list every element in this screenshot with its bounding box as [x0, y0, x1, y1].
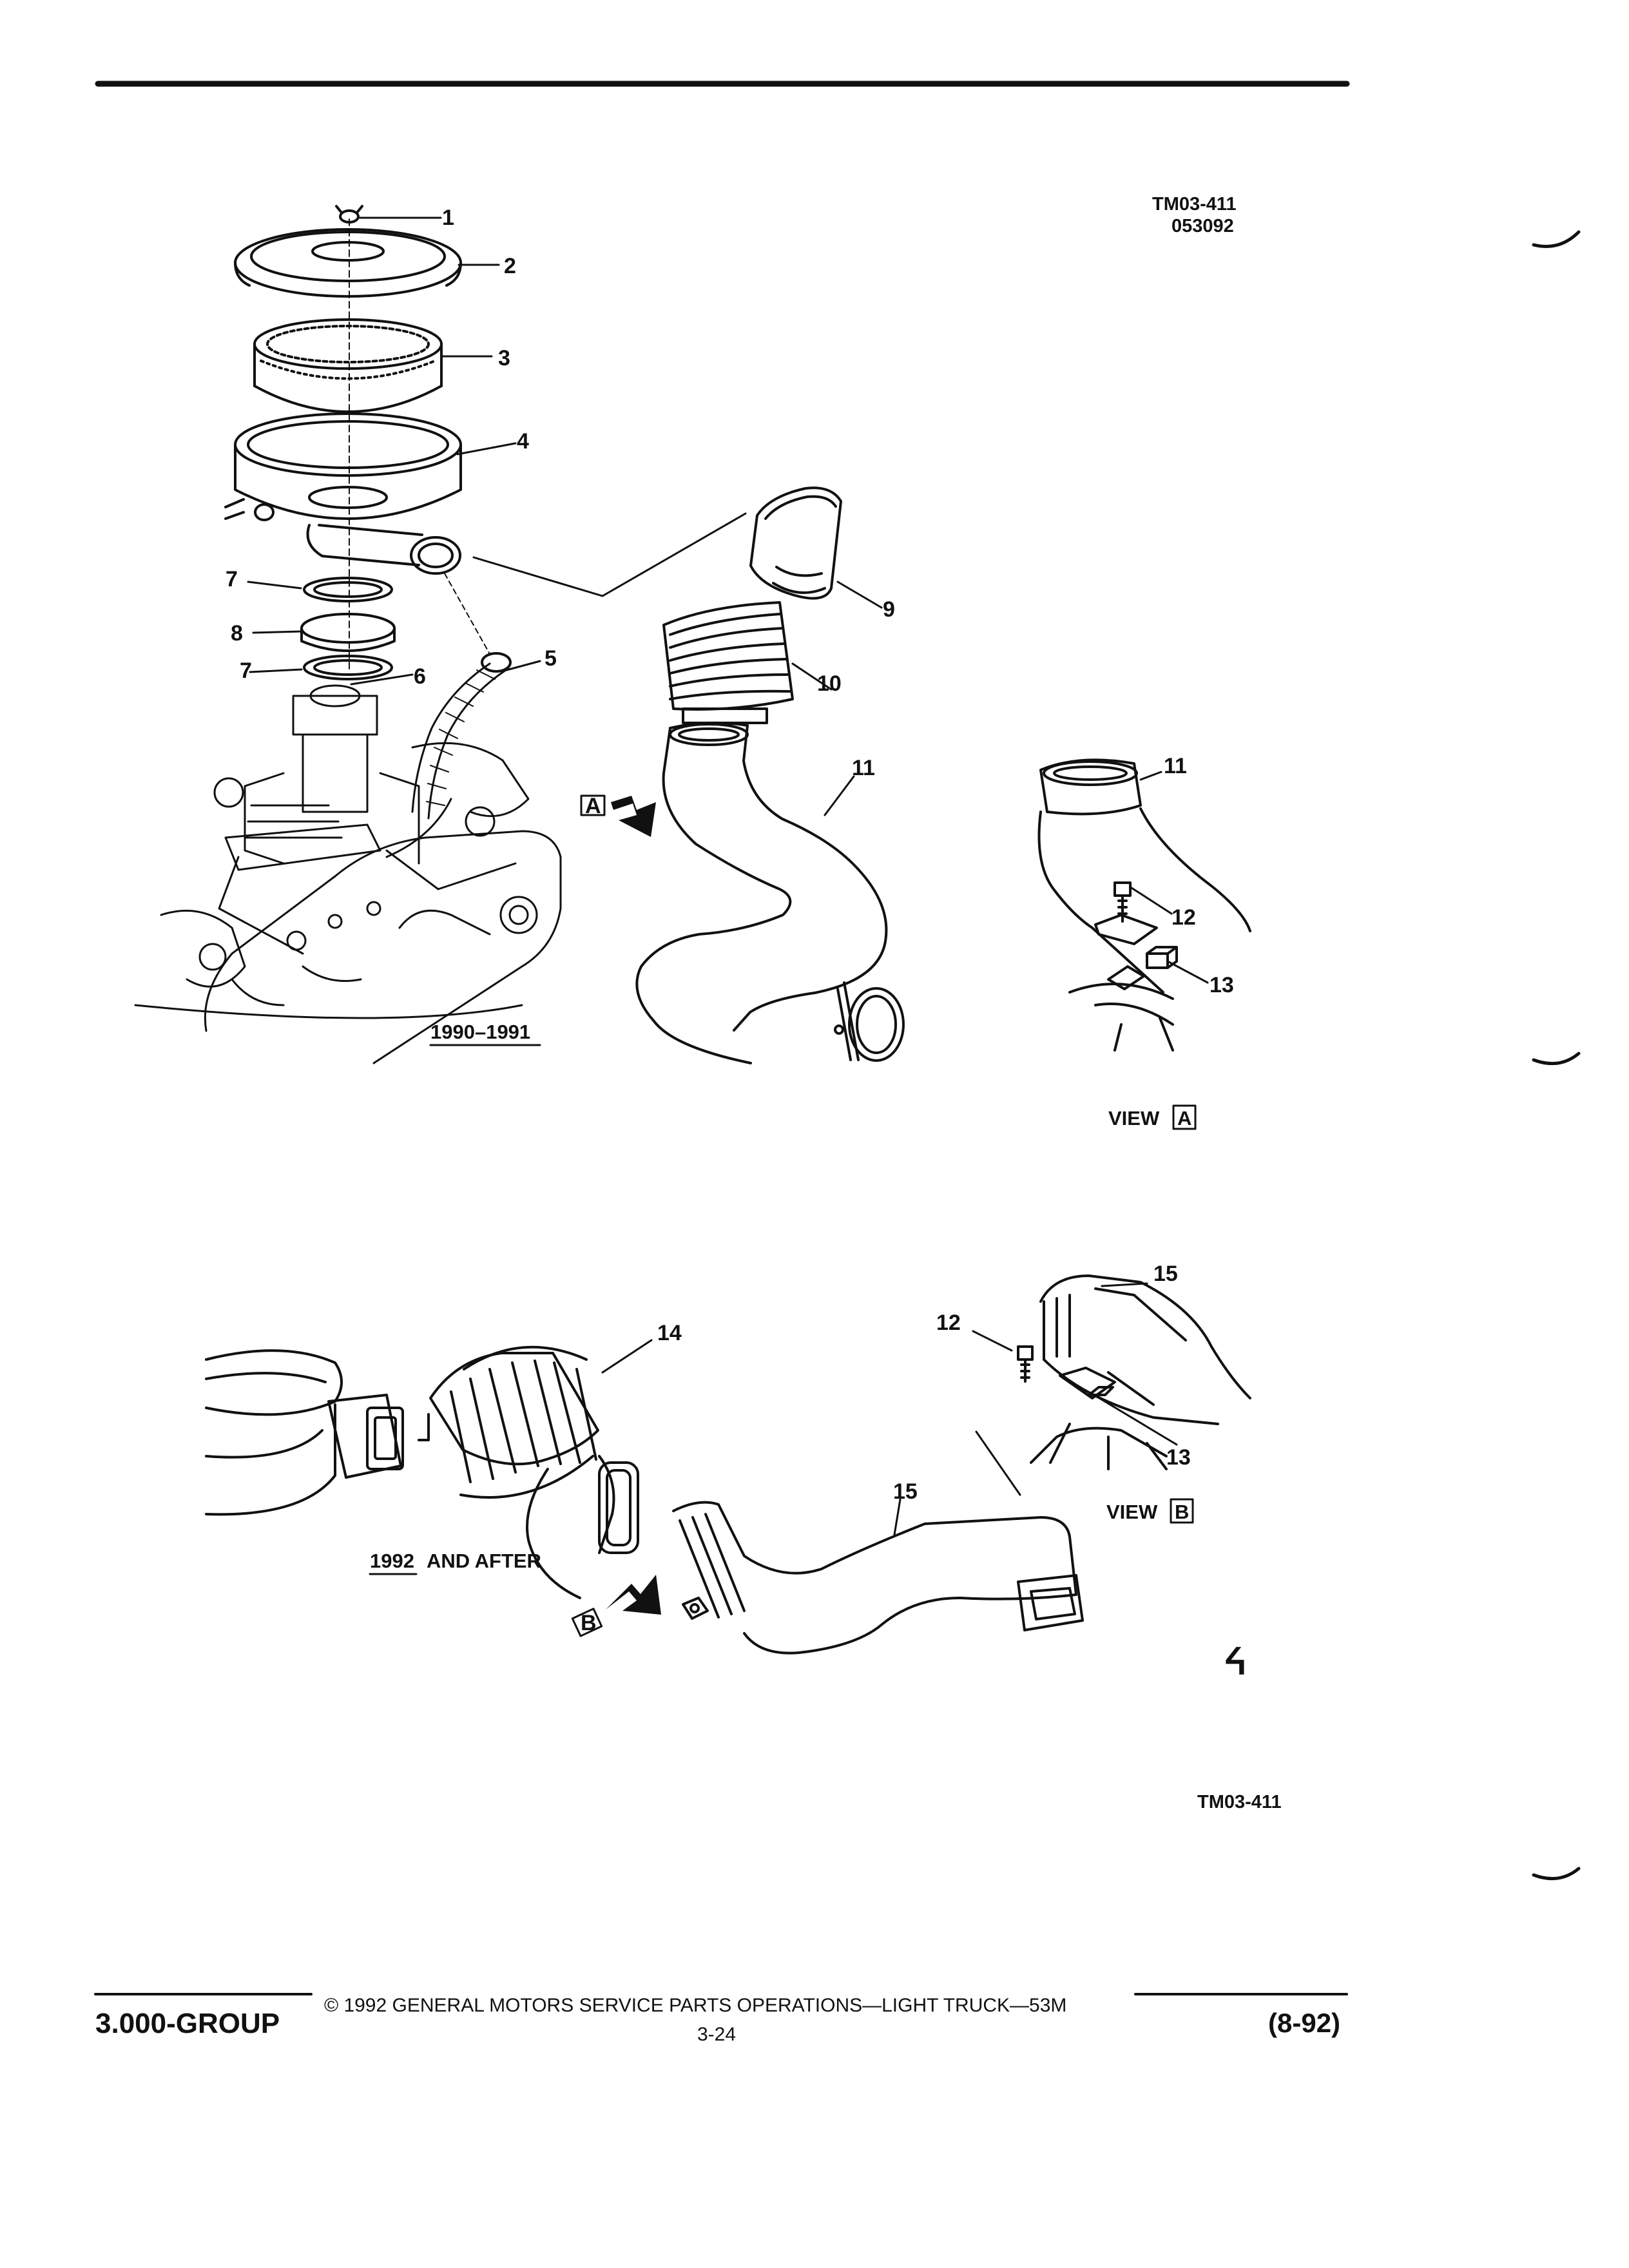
view-a-caption: VIEW [1108, 1107, 1160, 1129]
callout-3: 3 [498, 346, 510, 370]
callout-leaders [247, 216, 1209, 1536]
duct-assembly-lower [205, 1345, 1084, 1655]
ref-code-top: TM03-411 [1152, 194, 1237, 215]
footer-group: 3.000-GROUP [95, 2008, 280, 2039]
view-b-arrow [571, 1575, 661, 1637]
duct-assembly-upper [635, 486, 905, 1064]
callout-6: 6 [414, 664, 426, 689]
callout-7-lower: 7 [240, 658, 252, 683]
view-b-caption: VIEW [1106, 1501, 1158, 1523]
view-a-detail [1037, 758, 1251, 1052]
callout-2: 2 [504, 254, 516, 278]
view-a-arrow-letter: A [585, 794, 601, 818]
callout-12-view-a: 12 [1171, 905, 1196, 930]
footer-date: (8-92) [1268, 2008, 1341, 2038]
callout-8: 8 [231, 621, 243, 646]
caption-1992: 1992 [370, 1550, 414, 1572]
leader-snorkel-to-duct [472, 512, 747, 597]
view-a-box-letter: A [1177, 1107, 1191, 1129]
callout-9: 9 [883, 597, 895, 622]
callout-numbers: 1 2 3 4 5 6 7 8 7 9 10 11 11 12 13 14 15… [226, 206, 1234, 1504]
callout-15-view-b: 15 [1153, 1262, 1178, 1286]
callout-12-view-b: 12 [936, 1311, 961, 1335]
footer-copyright: © 1992 GENERAL MOTORS SERVICE PARTS OPER… [324, 1995, 1067, 2016]
callout-5: 5 [545, 646, 557, 671]
engine-block-sketch [134, 684, 562, 1064]
callout-10: 10 [817, 671, 842, 696]
callout-14: 14 [657, 1321, 682, 1345]
caption-1990-1991: 1990–1991 [430, 1021, 530, 1043]
air-cleaner-exploded [224, 205, 512, 820]
callout-7-upper: 7 [226, 567, 238, 591]
view-a-arrow [580, 794, 656, 837]
publisher-mark: ᔦ [1224, 1641, 1247, 1682]
ref-date-top: 053092 [1171, 216, 1234, 236]
ref-code-bottom: TM03-411 [1197, 1792, 1282, 1812]
callout-13-view-a: 13 [1210, 973, 1234, 997]
caption-and-after: AND AFTER [427, 1550, 541, 1572]
callout-1: 1 [442, 206, 454, 230]
view-b-arrow-letter: B [581, 1611, 597, 1635]
callout-4: 4 [517, 429, 529, 454]
callout-15-lower: 15 [893, 1479, 918, 1504]
callout-11-view-a: 11 [1164, 754, 1187, 778]
callout-13-view-b: 13 [1166, 1445, 1191, 1470]
footer-page-number: 3-24 [697, 2024, 737, 2045]
callout-11-upper: 11 [852, 756, 875, 780]
view-b-detail [1017, 1274, 1251, 1470]
margin-marks [1532, 230, 1581, 1881]
view-b-box-letter: B [1175, 1501, 1189, 1523]
